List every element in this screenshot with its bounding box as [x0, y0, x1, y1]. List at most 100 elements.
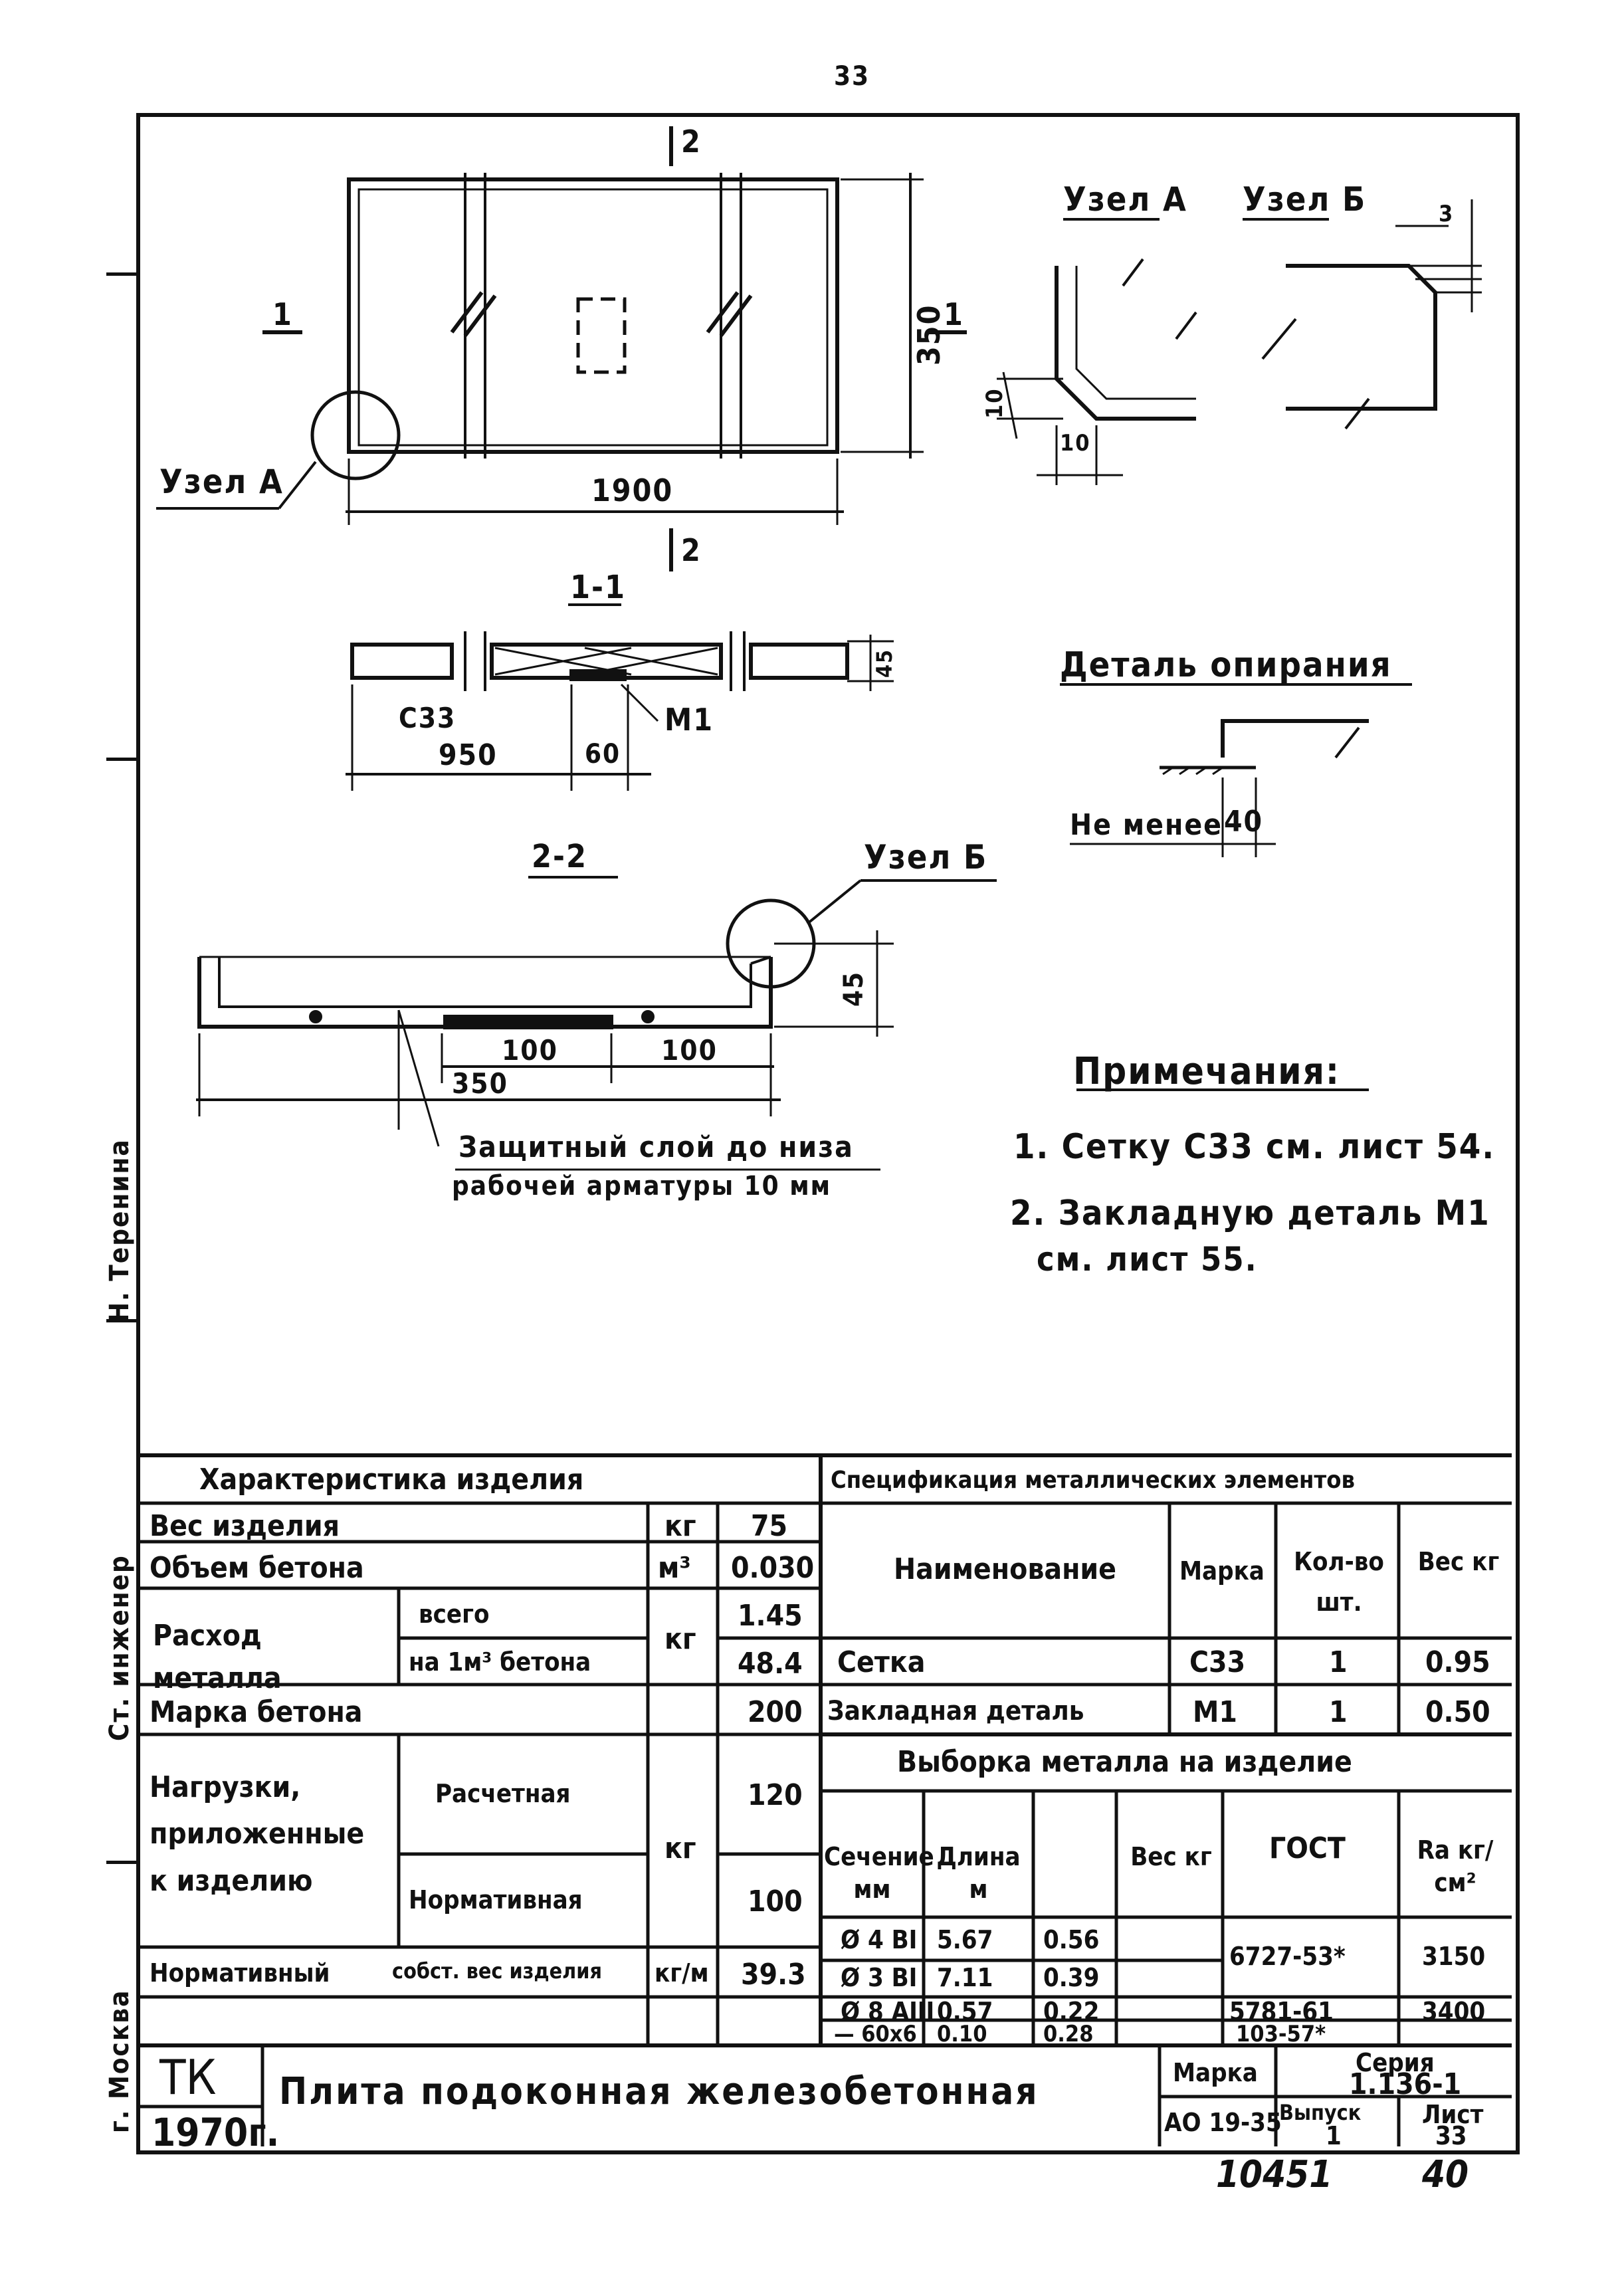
metal-row1-length: 5.67 [937, 1925, 993, 1954]
node-b-dim: 3 [1439, 201, 1455, 227]
cover-note-line2: рабочей арматуры 10 мм [452, 1171, 832, 1201]
note-item-1: 1. Сетку С33 см. лист 54. [1013, 1127, 1496, 1167]
metal-row3-gost: 5781-61 [1229, 1997, 1334, 2026]
cover-note-line1: Защитный слой до низа [458, 1130, 854, 1164]
spec-row2-qty: 1 [1329, 1695, 1348, 1729]
section-1-1-embed: М1 [664, 702, 714, 738]
margin-tick-2 [106, 758, 140, 761]
metal-header-gost: ГОСТ [1269, 1831, 1346, 1865]
support-detail-title: Деталь опирания [1060, 645, 1392, 685]
metal-row3-ra: 3400 [1422, 1997, 1486, 2026]
plan-section-2-top: 2 [681, 124, 702, 159]
char-concrete-value: 200 [748, 1695, 803, 1729]
metal-row4-length: 0.10 [937, 2021, 987, 2047]
metal-row1-section: Ø 4 BI [841, 1925, 918, 1954]
char-metal-unit: кг [664, 1622, 696, 1656]
spec-row1-qty: 1 [1329, 1645, 1348, 1679]
metal-row1-gost: 6727-53* [1229, 1942, 1346, 1971]
margin-tick-1 [106, 272, 140, 276]
archive-number: 10451 [1216, 2153, 1333, 2196]
char-selfweight-value: 39.3 [741, 1958, 806, 1992]
spec-header-weight: Вес кг [1417, 1547, 1500, 1576]
spec-row2-name: Закладная деталь [827, 1696, 1084, 1726]
node-a-title: Узел А [1063, 180, 1187, 219]
spec-header-name: Наименование [894, 1552, 1117, 1586]
char-metal-value1: 1.45 [738, 1599, 803, 1633]
char-selfweight-name2: собст. вес изделия [392, 1958, 602, 1984]
char-loads-value2: 100 [748, 1885, 803, 1918]
char-volume-value: 0.030 [731, 1551, 815, 1585]
section-2-2-dim-100a: 100 [502, 1034, 558, 1067]
char-volume-name: Объем бетона [150, 1551, 364, 1585]
metal-row2-length: 7.11 [937, 1963, 993, 1992]
spec-title: Спецификация металлических элементов [831, 1467, 1355, 1494]
plan-section-1-left: 1 [272, 296, 293, 332]
org-code: ТК [159, 2049, 217, 2105]
plan-width-dim: 1900 [591, 472, 674, 508]
char-metal-name: Расход металла [153, 1619, 282, 1695]
spec-row2-weight: 0.50 [1425, 1695, 1490, 1729]
section-2-2-node-b: Узел Б [864, 838, 988, 877]
metal-row1-weight: 0.56 [1043, 1925, 1100, 1954]
margin-tick-4 [106, 1861, 140, 1864]
metal-row3-length: 0.57 [937, 1997, 993, 2026]
support-detail-dim: 40 [1224, 805, 1264, 839]
spec-row1-weight: 0.95 [1425, 1645, 1490, 1679]
characteristics-title: Характеристика изделия [199, 1463, 584, 1497]
metal-row4-weight: 0.28 [1043, 2021, 1094, 2047]
section-1-1-dim-950: 950 [439, 738, 498, 772]
metal-row2-weight: 0.39 [1043, 1963, 1100, 1992]
note-item-2-cont: см. лист 55. [1037, 1240, 1258, 1279]
spec-row1-name: Сетка [837, 1645, 926, 1679]
char-concrete-name: Марка бетона [150, 1695, 363, 1729]
char-loads-name: Нагрузки, приложенные к изделию [150, 1770, 365, 1898]
metal-row4-gost: 103-57* [1236, 2021, 1326, 2047]
section-2-2-dim-100b: 100 [661, 1034, 718, 1067]
plan-node-a-label: Узел А [159, 463, 284, 501]
metal-header-ra: Ra кг/см² [1417, 1835, 1494, 1898]
char-loads-unit: кг [664, 1831, 696, 1865]
char-weight-unit: кг [664, 1509, 696, 1543]
margin-tick-3 [106, 1319, 140, 1322]
note-item-2: 2. Закладную деталь М1 [1010, 1193, 1490, 1233]
metal-row3-section: Ø 8 AIII [841, 1997, 935, 2026]
issue-label: Выпуск [1279, 2100, 1362, 2125]
metal-header-length: Длина м [936, 1842, 1021, 1905]
metal-selection-title: Выборка металла на изделие [897, 1745, 1352, 1779]
spec-row2-mark: М1 [1193, 1695, 1237, 1729]
metal-row1-ra: 3150 [1422, 1942, 1486, 1971]
char-volume-unit: м³ [658, 1551, 691, 1585]
section-1-1-mesh: С33 [399, 702, 457, 734]
char-selfweight-name: Нормативный [150, 1958, 330, 1988]
metal-header-section: Сечение мм [824, 1842, 934, 1905]
metal-row4-section: — 60x6 [834, 2021, 917, 2047]
char-weight-name: Вес изделия [150, 1509, 340, 1543]
spec-header-mark: Марка [1179, 1556, 1265, 1586]
char-metal-sub1: всего [419, 1600, 490, 1629]
spec-row1-mark: С33 [1189, 1645, 1246, 1679]
section-1-1-title: 1-1 [570, 569, 627, 606]
char-loads-value1: 120 [748, 1778, 803, 1812]
sheet-value: 33 [1435, 2121, 1467, 2150]
char-loads-sub1: Расчетная [435, 1779, 571, 1808]
node-b-title: Узел Б [1243, 180, 1367, 219]
binding-line [136, 113, 140, 2146]
char-selfweight-unit: кг/м [655, 1958, 709, 1988]
metal-row3-weight: 0.22 [1043, 1997, 1100, 2026]
series-label: Серия [1356, 2048, 1435, 2077]
mark-value: АО 19-35 [1164, 2108, 1282, 2137]
plan-section-1-right: 1 [944, 296, 964, 332]
section-2-2-dim-350: 350 [452, 1067, 508, 1100]
sheet-label: Лист [1422, 2100, 1484, 2129]
issue-value: 1 [1326, 2121, 1342, 2150]
year: 1970г. [152, 2110, 280, 2155]
char-metal-sub2: на 1м³ бетона [409, 1647, 591, 1677]
section-2-2-title: 2-2 [532, 838, 588, 875]
char-weight-value: 75 [751, 1509, 788, 1543]
node-a-dim-horizontal: 10 [1060, 430, 1091, 457]
series-value: 1.136-1 [1349, 2067, 1462, 2101]
sheet-page-number: 40 [1422, 2153, 1469, 2196]
plan-section-2-bottom: 2 [681, 532, 702, 568]
product-name: Плита подоконная железобетонная [279, 2070, 1039, 2113]
char-metal-value2: 48.4 [738, 1647, 803, 1681]
